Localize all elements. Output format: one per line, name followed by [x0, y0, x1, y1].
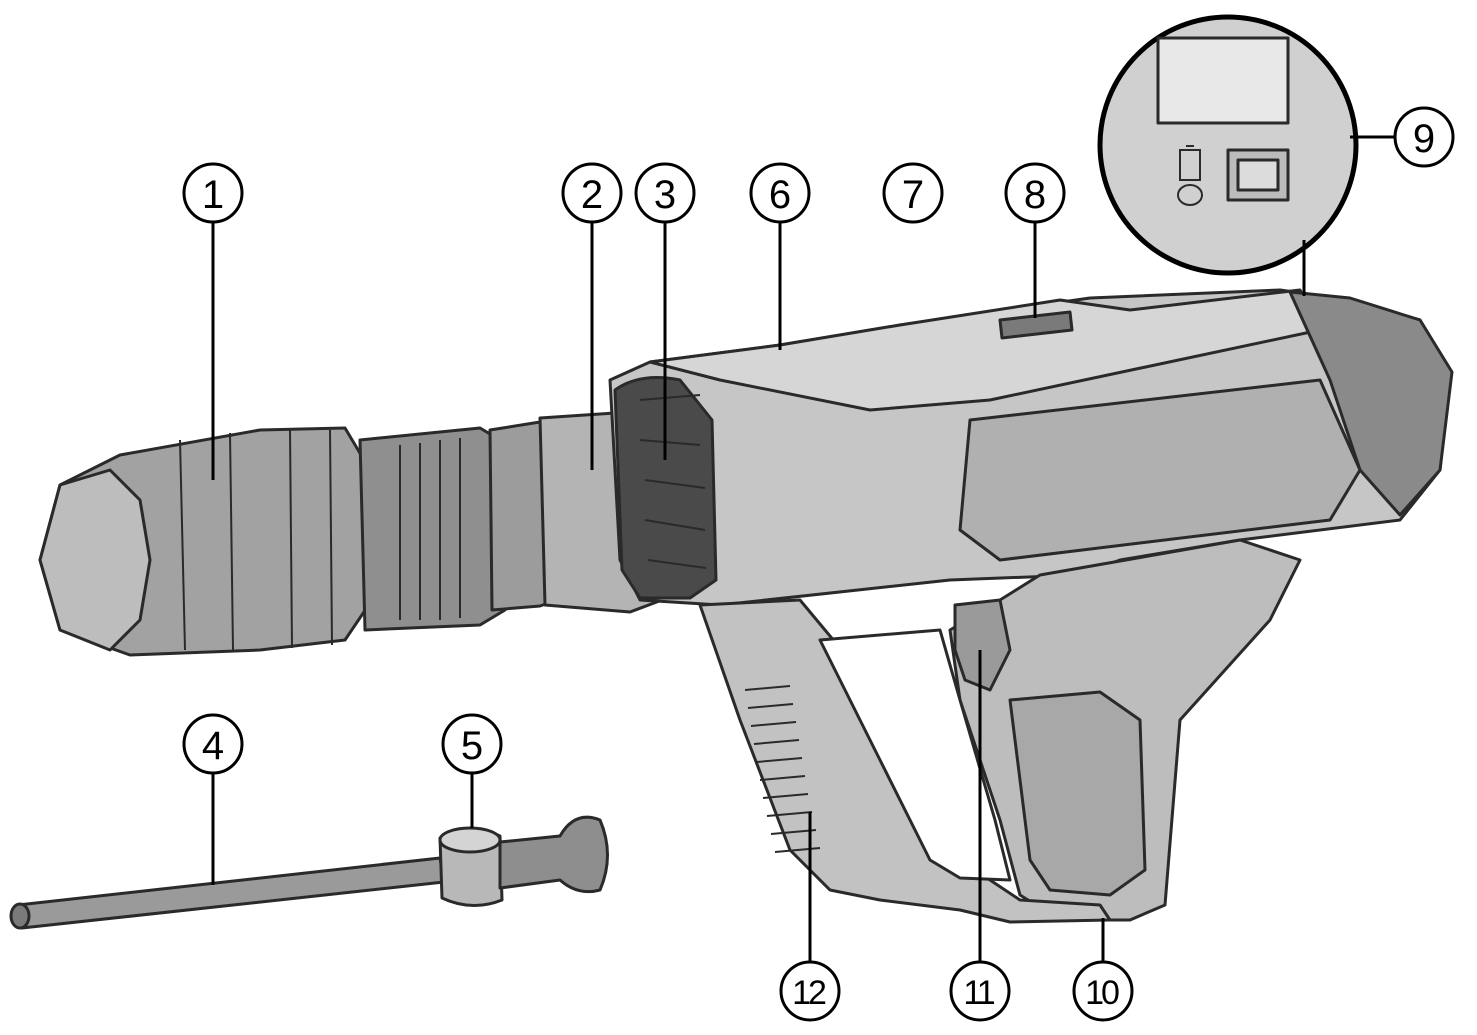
callout-11: 11 — [949, 960, 1011, 1022]
housing-top-cover — [648, 288, 1322, 412]
adjust-collar — [358, 426, 507, 632]
callout-5: 5 — [441, 713, 503, 775]
grip-panel — [1008, 690, 1147, 897]
nose-piece-ribs — [179, 429, 333, 651]
callout-4-label: 4 — [202, 724, 224, 768]
callout-2-label: 2 — [581, 173, 603, 217]
callout-10: 10 — [1072, 960, 1134, 1022]
piston-ring-face — [438, 826, 502, 854]
callout-9: 9 — [1393, 106, 1455, 168]
collar-threads — [399, 438, 461, 620]
callout-1-label: 1 — [202, 173, 224, 217]
callout-5-label: 5 — [461, 724, 483, 768]
callout-3-label: 3 — [654, 173, 676, 217]
callout-1: 1 — [182, 162, 244, 224]
callout-8: 8 — [1004, 162, 1066, 224]
callout-4: 4 — [182, 713, 244, 775]
housing-internal-lines — [639, 394, 707, 569]
callout-6: 6 — [749, 162, 811, 224]
piston-rod — [14, 856, 446, 930]
piston-rod-tip — [9, 902, 31, 930]
tool-housing — [608, 288, 1454, 924]
trigger — [953, 598, 1012, 692]
callout-10-label: 10 — [1085, 974, 1119, 1012]
callout-7: 7 — [882, 162, 944, 224]
callout-8-label: 8 — [1024, 173, 1046, 217]
inset-button-inner — [1236, 158, 1280, 192]
nose-piece — [38, 426, 507, 657]
callout-9-label: 9 — [1413, 117, 1435, 161]
callout-11-label: 11 — [963, 974, 994, 1012]
callout-12-label: 12 — [792, 974, 826, 1012]
callout-3: 3 — [634, 162, 696, 224]
handle-vents — [744, 685, 821, 853]
display-window — [998, 310, 1074, 340]
handle-cutout — [818, 628, 1012, 882]
housing-front-opening — [613, 376, 718, 600]
callout-7-label: 7 — [902, 173, 924, 217]
housing-side-panel — [958, 378, 1362, 562]
nose-piece-face — [38, 468, 152, 652]
rear-cap — [1288, 290, 1454, 517]
battery-icon — [1179, 145, 1201, 181]
inset-display — [1156, 36, 1290, 125]
callout-12: 12 — [779, 960, 841, 1022]
piston-assembly — [9, 815, 609, 930]
callout-2: 2 — [561, 162, 623, 224]
leader-lines — [211, 135, 1395, 962]
piston-head — [498, 815, 609, 894]
callout-6-label: 6 — [769, 173, 791, 217]
key-icon — [1177, 184, 1203, 206]
detail-inset — [1097, 14, 1359, 276]
